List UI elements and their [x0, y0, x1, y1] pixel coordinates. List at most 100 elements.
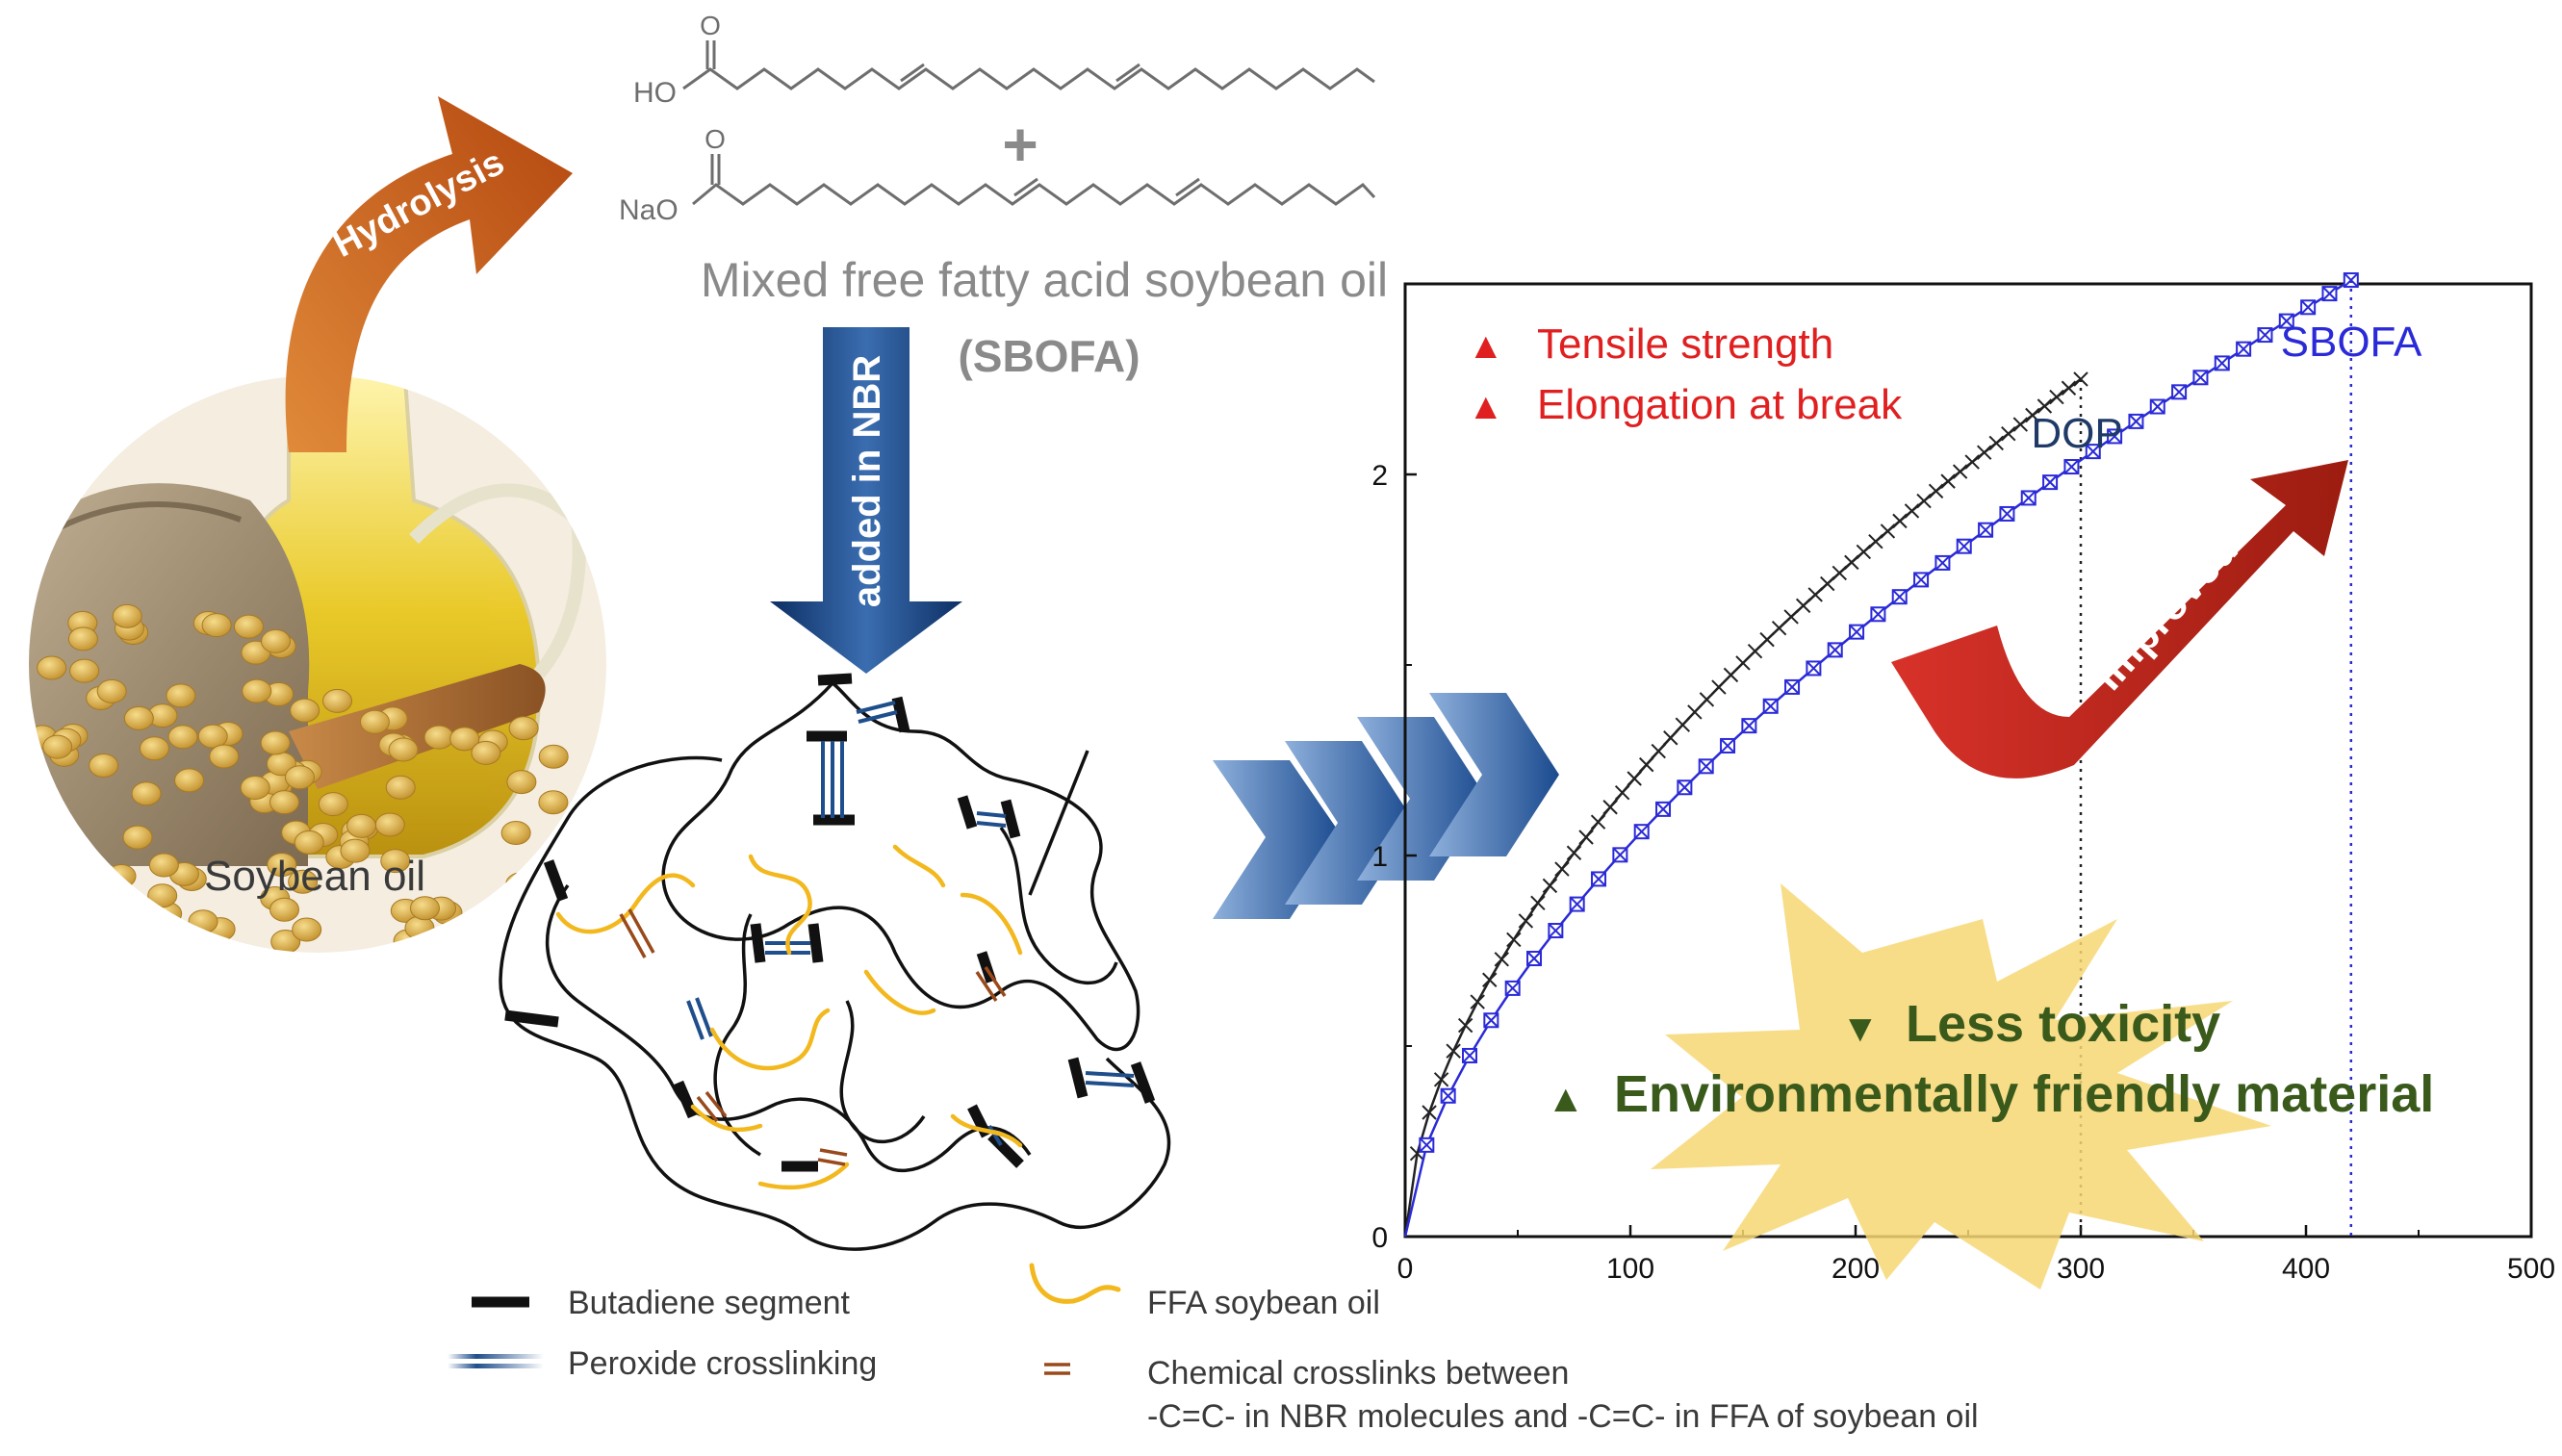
series-label-dop: DOP	[2031, 410, 2122, 457]
x-tick-label: 200	[1832, 1253, 1880, 1285]
soybean	[294, 830, 324, 855]
soybean	[448, 989, 477, 1012]
x-tick-label: 400	[2282, 1253, 2330, 1285]
soybean	[318, 1014, 346, 1037]
soybean	[500, 820, 531, 845]
data-point-sbofa	[1612, 847, 1628, 863]
soybean	[290, 698, 320, 723]
x-tick-label: 100	[1606, 1253, 1654, 1285]
data-point-sbofa	[2149, 398, 2165, 415]
soybean	[64, 900, 95, 925]
data-point-dop	[1952, 464, 1968, 479]
data-point-dop	[1639, 756, 1654, 773]
soybean	[267, 853, 297, 878]
transition-chevrons	[1213, 693, 1559, 919]
data-point-dop	[2061, 380, 2077, 396]
data-point-dop	[1977, 445, 1992, 460]
soybean	[423, 725, 454, 750]
data-point-dop	[2001, 425, 2016, 442]
data-point-sbofa	[1762, 698, 1779, 714]
soybean	[112, 603, 142, 628]
soybean	[449, 727, 480, 752]
data-point-dop	[1675, 717, 1691, 732]
soybean	[139, 736, 169, 761]
oxygen-atom-top: O	[700, 11, 721, 40]
data-point-dop	[1880, 524, 1896, 539]
triangle-up-icon: ▲	[1468, 387, 1504, 427]
soybean	[240, 775, 270, 800]
soybean	[270, 929, 301, 953]
soybean	[269, 790, 299, 815]
product-name: Mixed free fatty acid soybean oil	[701, 253, 1388, 307]
soybean	[96, 678, 127, 703]
data-point-sbofa	[1956, 538, 1972, 554]
data-point-sbofa	[1677, 779, 1693, 796]
legend-label-crosslinks: Chemical crosslinks between	[1147, 1355, 1569, 1392]
data-point-dop	[1759, 631, 1775, 648]
soybean	[275, 1015, 304, 1038]
chemical-crosslinks	[619, 908, 1007, 1166]
fatty-acid-salt-structure	[692, 154, 1376, 206]
soybean	[471, 740, 501, 765]
data-point-sbofa	[1569, 896, 1585, 912]
wooden-scoop	[289, 664, 546, 789]
legend-label-butadiene: Butadiene segment	[568, 1285, 851, 1321]
salt-group-label: NaO	[619, 194, 679, 226]
data-point-dop	[1590, 814, 1606, 830]
x-tick-label: 500	[2507, 1253, 2555, 1285]
data-point-dop	[1928, 483, 1944, 499]
data-point-sbofa	[2257, 327, 2273, 344]
data-point-dop	[1530, 895, 1546, 911]
data-point-sbofa	[1440, 1087, 1456, 1104]
data-point-sbofa	[1462, 1047, 1478, 1063]
data-point-dop	[1783, 609, 1799, 625]
soybean	[314, 961, 343, 984]
chemical-crosslink-icon	[1044, 1363, 1070, 1375]
data-point-sbofa	[1827, 642, 1843, 658]
data-point-dop	[1422, 1105, 1437, 1120]
plot-marks	[1403, 272, 2359, 1238]
data-point-dop	[1602, 800, 1618, 815]
data-point-dop	[1735, 655, 1751, 671]
improved-label: Improved	[2085, 526, 2247, 700]
soybean	[88, 907, 118, 932]
soybean	[166, 683, 196, 708]
improved-arrow: Improved	[1891, 460, 2348, 779]
data-point-dop	[1856, 544, 1872, 560]
soybean	[318, 792, 348, 817]
soybean	[188, 909, 218, 934]
data-point-sbofa	[1891, 589, 1908, 605]
soybean	[69, 658, 100, 683]
data-point-sbofa	[2321, 286, 2338, 302]
soybean	[67, 626, 98, 651]
data-point-dop	[1807, 587, 1823, 602]
data-point-sbofa	[1419, 1137, 1435, 1153]
data-point-dop	[1795, 598, 1811, 614]
y-tick-label: 1	[1371, 841, 1388, 873]
data-point-sbofa	[1633, 824, 1650, 840]
starburst	[1651, 883, 2271, 1290]
legend: Butadiene segment Peroxide crosslinking …	[448, 1263, 1979, 1435]
soybean	[388, 737, 419, 762]
soybean	[37, 655, 67, 680]
plus-sign: +	[1002, 110, 1038, 179]
data-point-sbofa	[1548, 923, 1564, 939]
soybean	[524, 971, 552, 994]
data-point-dop	[1542, 878, 1558, 894]
data-point-dop	[1699, 692, 1715, 707]
data-point-dop	[1904, 503, 1920, 519]
data-point-dop	[1470, 994, 1485, 1009]
product-abbreviation: (SBOFA)	[958, 331, 1140, 381]
soybean	[167, 725, 198, 750]
series-label-sbofa: SBOFA	[2281, 319, 2422, 366]
legend-label-ffa: FFA soybean oil	[1147, 1285, 1380, 1321]
data-point-dop	[1964, 454, 1980, 470]
y-axis-ticks: 012	[1371, 283, 1417, 1254]
data-point-sbofa	[2192, 370, 2209, 386]
added-in-nbr-arrow: added in NBR	[770, 327, 962, 674]
data-point-dop	[2025, 407, 2040, 423]
soybean	[374, 812, 405, 837]
data-point-sbofa	[2063, 459, 2080, 475]
